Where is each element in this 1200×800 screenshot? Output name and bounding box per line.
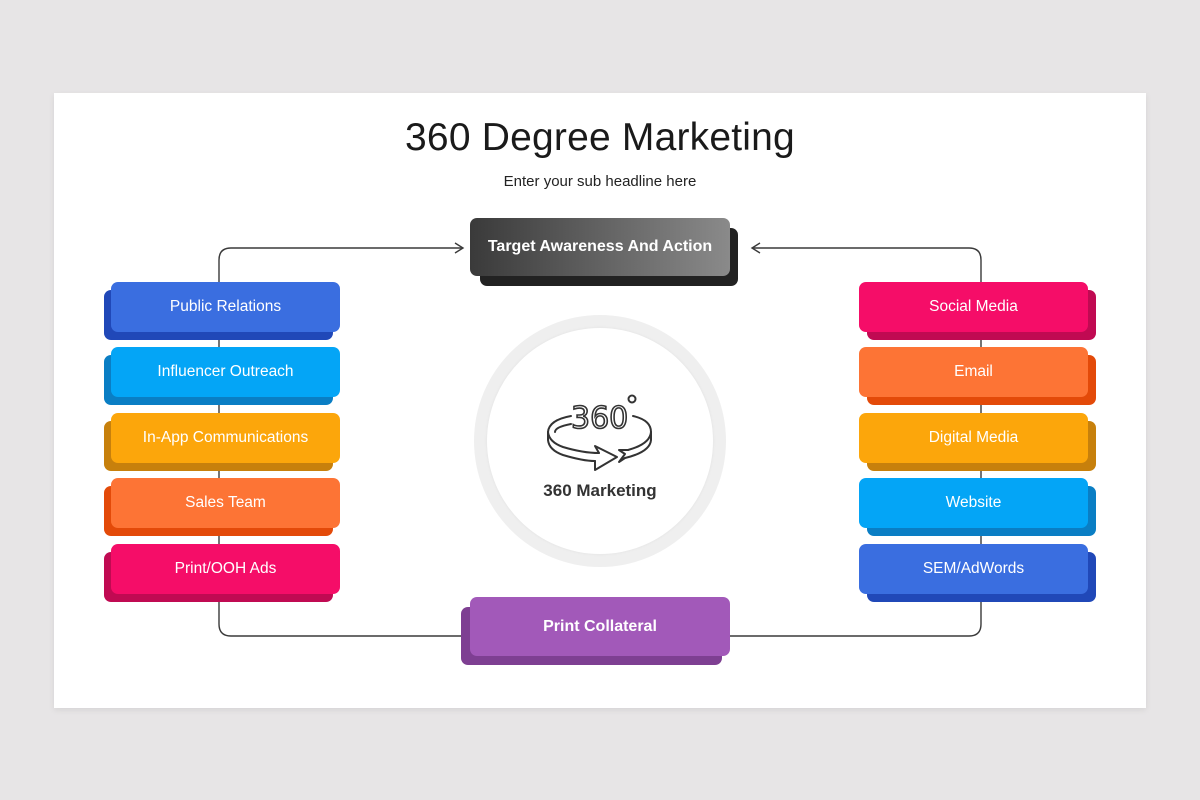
360-rotation-icon: 360 bbox=[547, 394, 652, 471]
box-face: SEM/AdWords bbox=[859, 544, 1088, 594]
channel-label: Sales Team bbox=[185, 494, 266, 511]
channel-label: Print/OOH Ads bbox=[174, 560, 277, 577]
left-bottom-connector bbox=[218, 600, 462, 637]
channel-label: Digital Media bbox=[928, 429, 1019, 446]
sub-headline: Enter your sub headline here bbox=[503, 173, 697, 190]
box-face: Website bbox=[859, 478, 1088, 528]
box-face: Print Collateral bbox=[470, 597, 730, 656]
box-face: Social Media bbox=[859, 282, 1088, 332]
360-text: 360 bbox=[571, 401, 628, 436]
channel-label: Public Relations bbox=[169, 298, 282, 315]
right-bottom-connector bbox=[730, 600, 982, 637]
channel-label: Website bbox=[945, 494, 1002, 511]
center-label: 360 Marketing bbox=[543, 481, 657, 500]
box-face: Email bbox=[859, 347, 1088, 397]
channel-label: Influencer Outreach bbox=[157, 363, 294, 380]
channel-label: In-App Communications bbox=[142, 429, 309, 446]
center-circle bbox=[487, 328, 713, 554]
channel-label: Social Media bbox=[929, 298, 1018, 315]
target-awareness-label: Target Awareness And Action bbox=[487, 238, 713, 255]
box-face: Digital Media bbox=[859, 413, 1088, 463]
right-top-connector bbox=[753, 247, 982, 282]
arrow-left-icon bbox=[750, 242, 761, 254]
print-collateral-label: Print Collateral bbox=[543, 617, 657, 635]
left-top-connector bbox=[218, 247, 462, 282]
channel-label: SEM/AdWords bbox=[922, 560, 1025, 577]
page-title: 360 Degree Marketing bbox=[405, 116, 795, 159]
box-face: In-App Communications bbox=[111, 413, 340, 463]
box-face: Public Relations bbox=[111, 282, 340, 332]
box-face: Influencer Outreach bbox=[111, 347, 340, 397]
channel-label: Email bbox=[954, 363, 993, 380]
arrow-right-icon bbox=[454, 242, 465, 254]
box-face: Target Awareness And Action bbox=[470, 218, 730, 276]
box-face: Sales Team bbox=[111, 478, 340, 528]
box-face: Print/OOH Ads bbox=[111, 544, 340, 594]
